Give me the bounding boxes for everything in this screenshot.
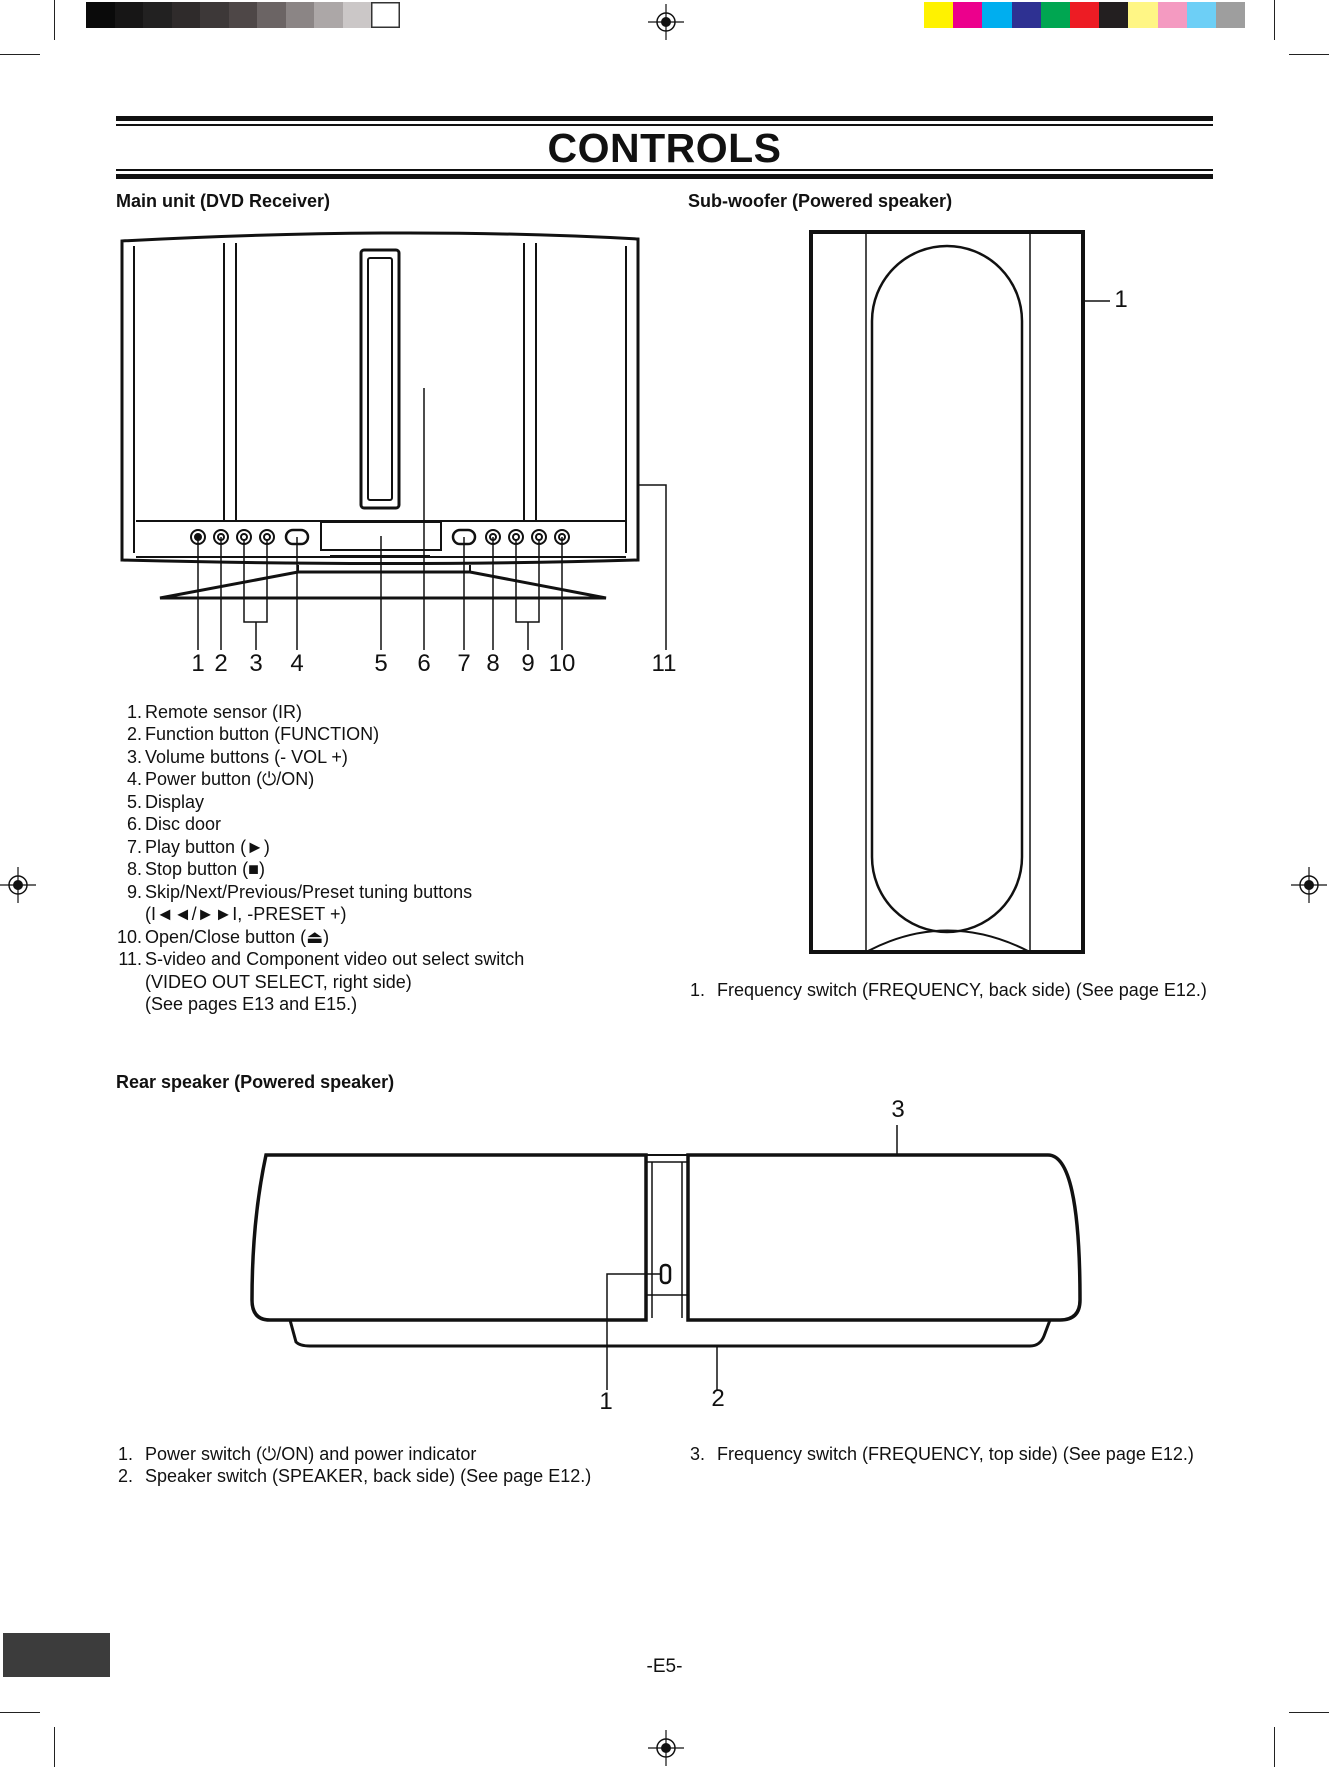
rear-item: 1.Power switch (⏻/ON) and power indicato… bbox=[117, 1444, 477, 1464]
gray-swatch bbox=[200, 2, 229, 28]
main-callout-11: 11 bbox=[651, 650, 677, 677]
color-swatch bbox=[924, 2, 954, 28]
main-callout-5: 5 bbox=[374, 650, 388, 677]
title-rule-bottom-thin bbox=[116, 169, 1213, 171]
main-callout-9: 9 bbox=[521, 650, 535, 677]
gray-swatch bbox=[371, 2, 400, 28]
gray-swatch bbox=[143, 2, 172, 28]
main-item-9-continuation: (I◄◄/►►I, -PRESET +) bbox=[145, 904, 347, 924]
main-callout-4: 4 bbox=[290, 650, 304, 677]
gray-swatch bbox=[257, 2, 286, 28]
gray-swatch bbox=[86, 2, 115, 28]
main-item: 1.Remote sensor (IR) bbox=[126, 702, 303, 722]
rear-callout-2: 2 bbox=[711, 1385, 725, 1412]
main-item: 9.Skip/Next/Previous/Preset tuning butto… bbox=[126, 882, 473, 902]
color-swatch bbox=[1186, 2, 1216, 28]
gray-swatch bbox=[285, 2, 314, 28]
page-tab-marker bbox=[3, 1633, 110, 1677]
crop-mark bbox=[0, 1712, 40, 1713]
color-swatch bbox=[953, 2, 983, 28]
color-swatch bbox=[982, 2, 1012, 28]
crop-mark bbox=[1274, 0, 1275, 40]
rear-item: 3.Frequency switch (FREQUENCY, top side)… bbox=[689, 1444, 1194, 1464]
main-callout-10: 10 bbox=[548, 650, 576, 677]
main-item: 7.Play button (►) bbox=[126, 837, 270, 857]
registration-target-icon bbox=[648, 4, 684, 40]
subwoofer-illustration bbox=[809, 230, 1110, 954]
color-swatch bbox=[1157, 2, 1187, 28]
main-item: 8.Stop button (■) bbox=[126, 859, 265, 879]
gray-swatch bbox=[114, 2, 143, 28]
main-callout-3: 3 bbox=[249, 650, 263, 677]
rear-speaker-heading: Rear speaker (Powered speaker) bbox=[116, 1072, 395, 1092]
gray-swatch bbox=[342, 2, 371, 28]
rear-callout-3: 3 bbox=[891, 1096, 905, 1123]
main-item: 6.Disc door bbox=[126, 814, 222, 834]
main-unit-heading: Main unit (DVD Receiver) bbox=[116, 191, 331, 211]
rear-speaker-illustration bbox=[250, 1125, 1082, 1390]
main-callout-2: 2 bbox=[214, 650, 228, 677]
main-item: 11.S-video and Component video out selec… bbox=[118, 949, 525, 969]
main-callout-7: 7 bbox=[457, 650, 471, 677]
subwoofer-heading: Sub-woofer (Powered speaker) bbox=[688, 191, 953, 211]
page-title: CONTROLS bbox=[547, 125, 782, 171]
page-number: -E5- bbox=[646, 1656, 683, 1677]
crop-mark bbox=[1274, 1727, 1275, 1767]
crop-mark bbox=[54, 1727, 55, 1767]
main-unit-illustration bbox=[120, 231, 667, 650]
title-rule-bottom bbox=[116, 174, 1213, 179]
color-swatch bbox=[1040, 2, 1070, 28]
gray-swatch bbox=[314, 2, 343, 28]
color-swatch bbox=[1128, 2, 1158, 28]
crop-mark bbox=[54, 0, 55, 40]
main-item: 4.Power button (⏻/ON) bbox=[126, 769, 315, 789]
subwoofer-item: 1.Frequency switch (FREQUENCY, back side… bbox=[689, 980, 1207, 1000]
main-callout-6: 6 bbox=[417, 650, 431, 677]
main-item: 2.Function button (FUNCTION) bbox=[126, 724, 380, 744]
registration-target-icon bbox=[648, 1730, 684, 1766]
color-swatch bbox=[1011, 2, 1041, 28]
color-swatch bbox=[1216, 2, 1246, 28]
title-rule-top-thin bbox=[116, 124, 1213, 126]
gray-swatch bbox=[228, 2, 257, 28]
crop-mark bbox=[1289, 54, 1329, 55]
gray-swatch bbox=[171, 2, 200, 28]
main-item: 3.Volume buttons (- VOL +) bbox=[126, 747, 348, 767]
color-swatch bbox=[1070, 2, 1100, 28]
registration-target-icon bbox=[0, 867, 36, 903]
title-rule-top bbox=[116, 116, 1213, 121]
main-item-11-continuation-2: (See pages E13 and E15.) bbox=[145, 994, 358, 1014]
color-swatch bbox=[1099, 2, 1129, 28]
crop-mark bbox=[1289, 1712, 1329, 1713]
main-item: 10.Open/Close button (⏏) bbox=[116, 927, 330, 947]
rear-callout-1: 1 bbox=[599, 1388, 613, 1415]
crop-mark bbox=[0, 54, 40, 55]
main-callout-8: 8 bbox=[486, 650, 500, 677]
registration-target-icon bbox=[1291, 867, 1327, 903]
main-item: 5.Display bbox=[126, 792, 205, 812]
subwoofer-callout: 1 bbox=[1114, 286, 1128, 313]
main-item-11-continuation-1: (VIDEO OUT SELECT, right side) bbox=[145, 972, 412, 992]
rear-item: 2.Speaker switch (SPEAKER, back side) (S… bbox=[117, 1466, 592, 1486]
main-callout-1: 1 bbox=[191, 650, 205, 677]
